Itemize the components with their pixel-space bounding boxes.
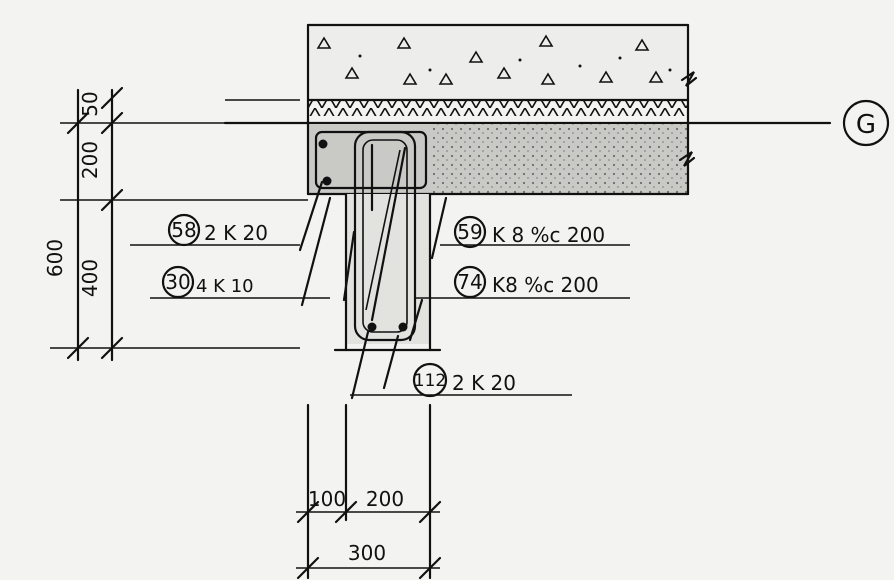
callout-58-mark: 58 bbox=[171, 218, 196, 242]
callout-74-spec: K8 %c 200 bbox=[492, 273, 599, 297]
callout-112-bubble bbox=[412, 362, 448, 398]
callout-30-bubble bbox=[161, 265, 195, 299]
callout-58-spec: 2 K 20 bbox=[204, 221, 268, 245]
stirrup-outer bbox=[353, 130, 417, 342]
left-dimensions: 50 200 400 600 bbox=[43, 86, 308, 362]
callout-59-mark: 59 bbox=[457, 220, 482, 244]
beam-rebar-right bbox=[398, 322, 408, 332]
dim-300: 300 bbox=[348, 541, 386, 565]
dim-400: 400 bbox=[78, 259, 102, 297]
leader-lines bbox=[130, 180, 630, 400]
dim-100: 100 bbox=[308, 487, 346, 511]
callout-30-mark: 30 bbox=[165, 270, 190, 294]
callout-59: 59 K 8 %c 200 bbox=[453, 215, 605, 249]
beam-rebar-left bbox=[367, 322, 377, 332]
bottom-dimensions: 100 200 300 bbox=[296, 403, 442, 580]
callout-59-bubble bbox=[453, 215, 487, 249]
stirrup-inner bbox=[362, 139, 408, 333]
slab-rebar-bottom bbox=[322, 176, 332, 186]
dim-200: 200 bbox=[78, 141, 102, 179]
callout-74-bubble bbox=[453, 265, 487, 299]
callout-30: 30 4 K 10 bbox=[161, 265, 254, 299]
callout-74: 74 K8 %c 200 bbox=[453, 265, 599, 299]
callout-30-spec: 4 K 10 bbox=[196, 276, 254, 297]
callout-112-spec: 2 K 20 bbox=[452, 371, 516, 395]
dim-600: 600 bbox=[43, 239, 67, 277]
insulation-layer bbox=[308, 100, 688, 116]
aggregate-marks bbox=[316, 34, 672, 85]
dim-200-bottom: 200 bbox=[366, 487, 404, 511]
callout-58-bubble bbox=[167, 213, 201, 247]
concrete-topping bbox=[306, 23, 690, 100]
callout-112-mark: 112 bbox=[414, 371, 446, 391]
slab-rebar-top bbox=[318, 139, 328, 149]
callout-74-mark: 74 bbox=[457, 270, 482, 294]
grid-axis-label: G bbox=[856, 110, 876, 140]
callout-59-spec: K 8 %c 200 bbox=[492, 223, 605, 247]
grid-axis-marker: G bbox=[842, 99, 890, 147]
dim-50: 50 bbox=[78, 91, 102, 116]
callout-58: 58 2 K 20 bbox=[167, 213, 268, 247]
callout-112: 112 2 K 20 bbox=[412, 362, 516, 398]
